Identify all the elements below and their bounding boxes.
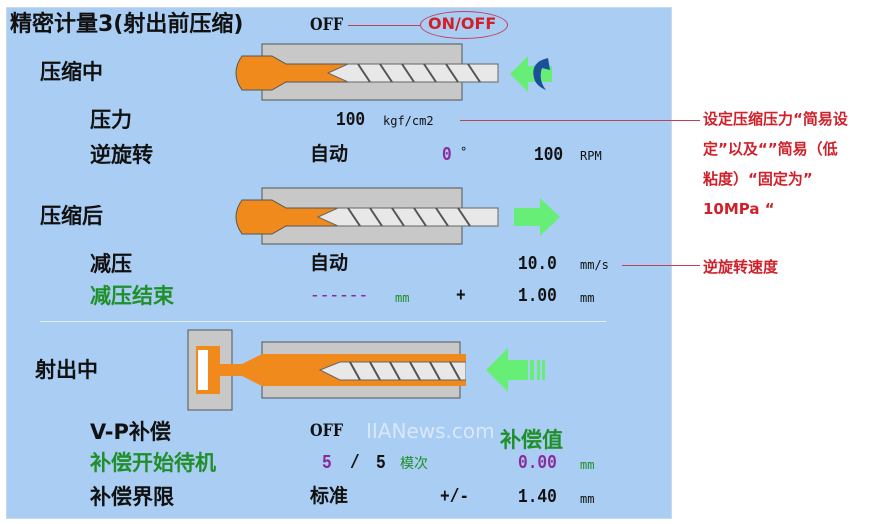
plus-sign: + <box>456 285 466 307</box>
decompress-end-label: 减压结束 <box>90 284 174 308</box>
screw-after-diagram <box>235 187 499 245</box>
angle-unit: ° <box>460 145 468 159</box>
decompress-speed-value[interactable]: 10.0 <box>518 253 557 275</box>
speed-annotation: 逆旋转速度 <box>703 258 779 276</box>
annotation-line: 定”以及“”简易（低 <box>703 140 838 158</box>
onoff-callout: ON/OFF <box>428 14 497 33</box>
screw-compressing-diagram <box>235 43 499 101</box>
compensation-unit: mm <box>580 458 595 472</box>
precision-meter-state[interactable]: OFF <box>310 15 344 35</box>
callout-line <box>348 25 420 26</box>
compensation-wait-label: 补偿开始待机 <box>90 451 216 475</box>
offset-unit: mm <box>580 291 595 305</box>
annotation-line: 粘度）“固定为” <box>703 170 813 188</box>
inject-arrow-icon <box>486 348 545 392</box>
injecting-label: 射出中 <box>35 358 98 382</box>
wait-unit: 模次 <box>400 456 428 472</box>
compensation-limit-mode[interactable]: 标准 <box>310 485 349 507</box>
compensation-limit-label: 补偿界限 <box>90 485 174 509</box>
decompress-offset-value[interactable]: 1.00 <box>518 285 557 307</box>
wait-total-value[interactable]: 5 <box>376 452 386 474</box>
compensation-value: 0.00 <box>518 452 557 474</box>
compensation-limit-value[interactable]: 1.40 <box>518 486 557 508</box>
decompress-mode[interactable]: 自动 <box>310 252 349 274</box>
speed-callout-line <box>622 265 700 266</box>
decompress-label: 减压 <box>90 252 132 276</box>
compressing-label: 压缩中 <box>40 60 103 84</box>
screw-injection-diagram <box>187 329 466 411</box>
limit-sign: +/- <box>440 486 470 508</box>
pressure-unit: kgf/cm2 <box>383 114 434 128</box>
pressure-callout-line <box>460 120 700 121</box>
reverse-rotation-label: 逆旋转 <box>90 143 153 167</box>
wait-slash: / <box>350 452 360 474</box>
watermark: IIANews.com <box>366 419 495 443</box>
pressure-label: 压力 <box>90 108 132 132</box>
callout-ellipse <box>420 11 508 39</box>
decompress-unit: mm/s <box>580 258 609 272</box>
annotation-line: 设定压缩压力“简易设 <box>703 110 848 128</box>
speed-unit: RPM <box>580 149 602 163</box>
pressure-annotation: 设定压缩压力“简易设 定”以及“”简易（低 粘度）“固定为” 10MPa “ <box>703 104 848 224</box>
retract-rotate-arrow-icon <box>510 56 552 92</box>
compensation-value-label: 补偿值 <box>500 428 563 452</box>
limit-unit: mm <box>580 492 595 506</box>
reverse-speed-value[interactable]: 100 <box>534 144 564 166</box>
decompress-end-unit: mm <box>395 291 410 305</box>
pressure-value[interactable]: 100 <box>336 109 366 131</box>
vp-compensation-label: V-P补偿 <box>90 420 171 444</box>
after-compression-label: 压缩后 <box>40 204 103 228</box>
page-title: 精密计量3(射出前压缩) <box>10 12 244 37</box>
forward-arrow-icon <box>514 198 560 236</box>
reverse-rotation-mode[interactable]: 自动 <box>310 143 349 165</box>
vp-compensation-state[interactable]: OFF <box>310 421 344 441</box>
wait-current-value[interactable]: 5 <box>322 452 332 474</box>
annotation-line: 10MPa “ <box>703 200 775 218</box>
reverse-angle-value[interactable]: 0 <box>442 144 452 166</box>
section-divider <box>40 321 606 322</box>
decompress-end-value[interactable]: ------ <box>310 285 369 307</box>
